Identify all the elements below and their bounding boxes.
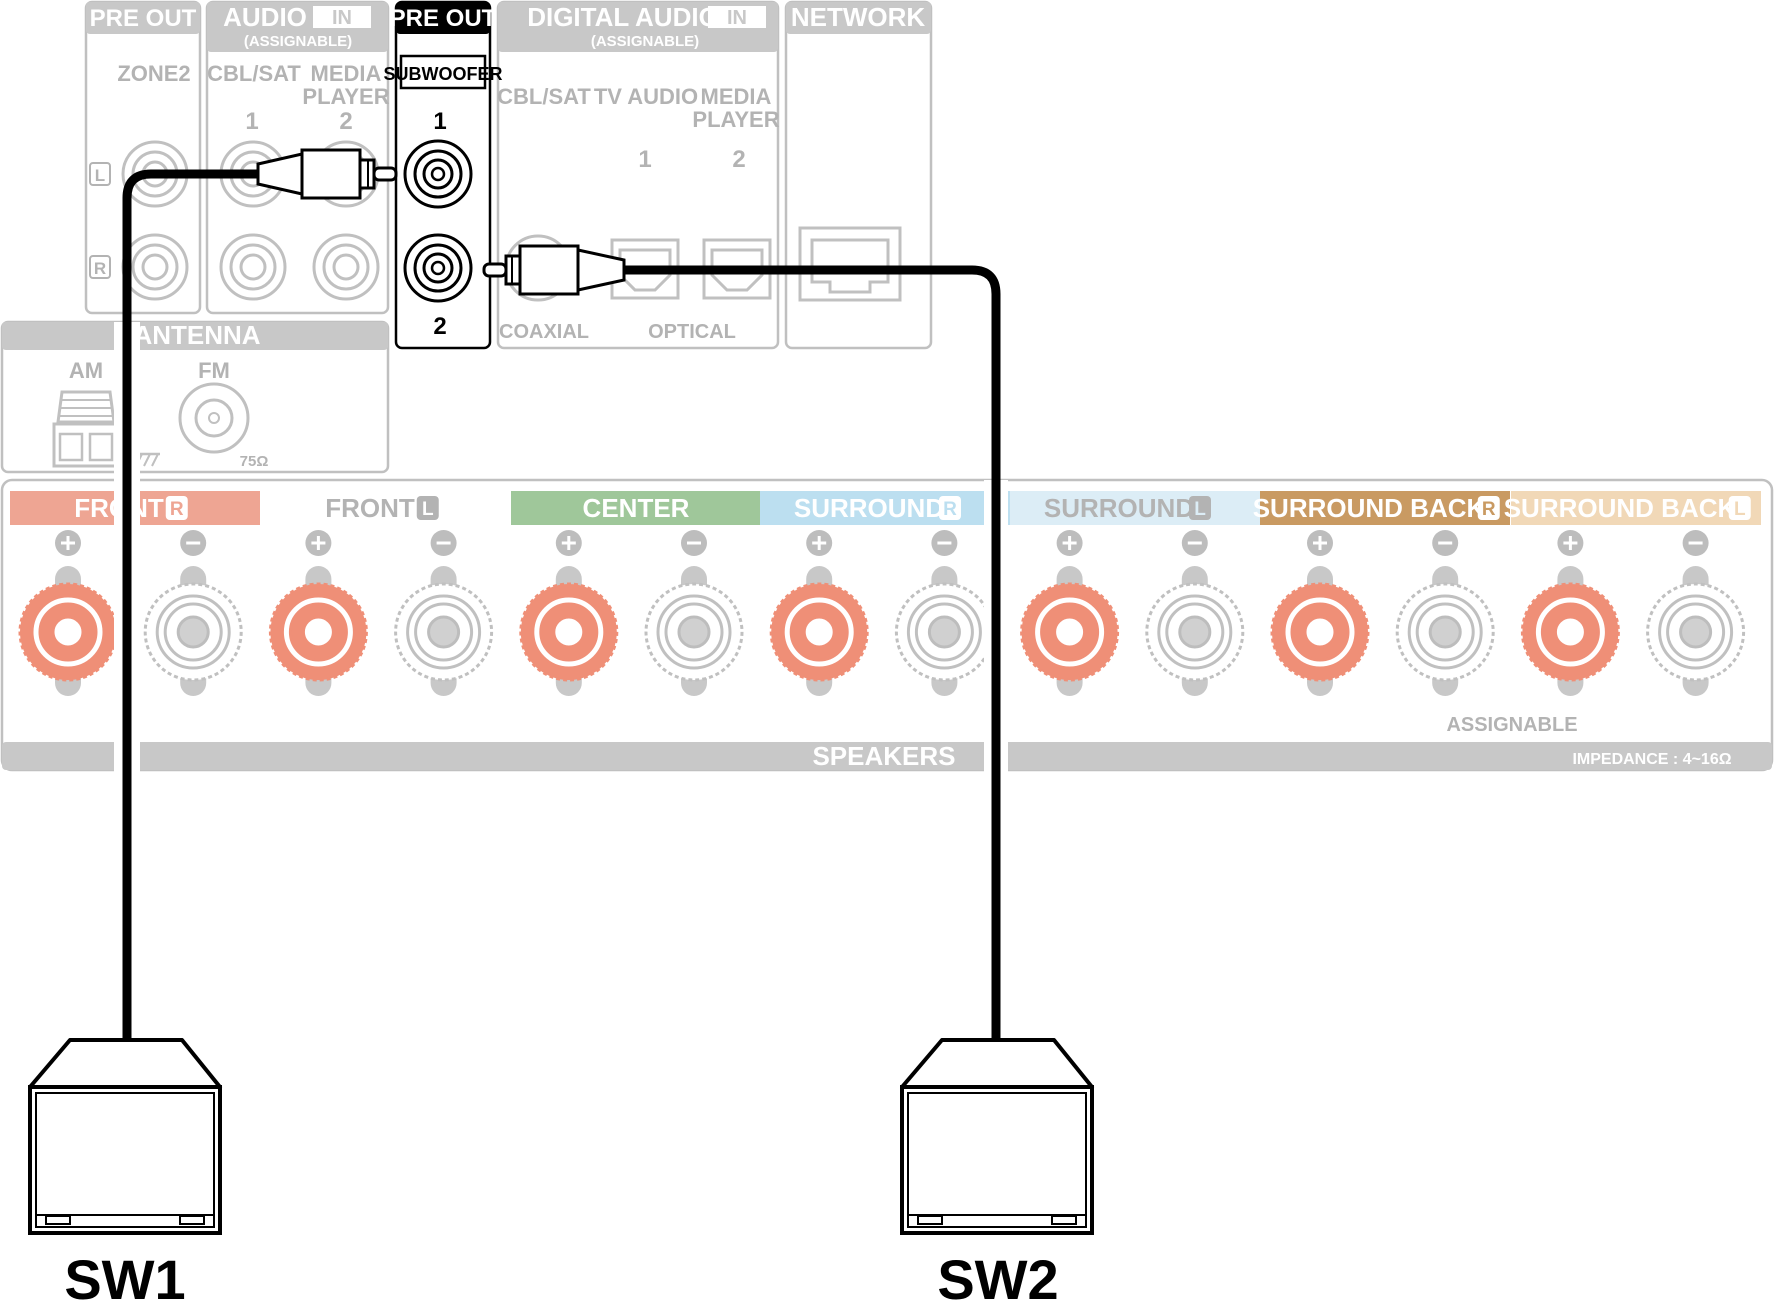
digital-player: PLAYER	[692, 107, 779, 132]
digital-media: MEDIA	[701, 84, 772, 109]
audio-in-num1: 1	[245, 108, 258, 135]
speaker-terminal-positive	[519, 530, 619, 696]
digital-audio-subtitle: (ASSIGNABLE)	[591, 33, 699, 50]
speaker-group-label: CENTER	[583, 493, 690, 523]
audio-in-cblsat: CBL/SAT	[207, 61, 301, 86]
subwoofer-out-jack-2	[403, 233, 473, 303]
audio-in-title: AUDIO	[223, 2, 307, 32]
speaker-side-marker: R	[943, 499, 957, 520]
pre-out-sub-title: PRE OUT	[390, 5, 497, 32]
digital-num2: 2	[732, 146, 745, 173]
network-panel: NETWORK	[784, 0, 933, 350]
zone2-r-marker: R	[94, 259, 106, 278]
antenna-panel: ANTENNA AM FM 75Ω	[0, 320, 390, 474]
audio-in-num2: 2	[339, 108, 352, 135]
digital-num1: 1	[638, 146, 651, 173]
speaker-terminal-positive	[268, 530, 368, 696]
rca-plug-sw2	[482, 244, 626, 296]
sub-out-num2: 2	[433, 313, 446, 340]
fm-impedance: 75Ω	[240, 453, 269, 470]
pre-out-zone2-panel: PRE OUT ZONE2 L R	[84, 0, 202, 315]
speaker-side-marker: R	[1482, 499, 1496, 520]
sw1-label: SW1	[64, 1248, 185, 1311]
speaker-terminal-negative	[894, 530, 994, 696]
impedance-label: IMPEDANCE : 4~16Ω	[1572, 751, 1731, 768]
am-label: AM	[69, 358, 103, 383]
fm-jack	[178, 382, 250, 454]
audio-in-jack-1r	[219, 233, 287, 301]
sub-out-num1: 1	[433, 108, 446, 135]
speaker-group-headers: FRONTRFRONTLCENTERSURROUNDRSURROUNDLSURR…	[10, 491, 1761, 525]
speaker-group-label: FRONT	[325, 493, 415, 523]
speaker-side-marker: L	[1734, 499, 1746, 520]
speaker-terminal-negative	[394, 530, 494, 696]
speaker-terminal-negative	[143, 530, 243, 696]
assignable-label: ASSIGNABLE	[1446, 714, 1577, 736]
pre-out-subwoofer-panel: PRE OUT SUBWOOFER 1 2	[384, 0, 503, 350]
digital-cblsat: CBL/SAT	[497, 84, 591, 109]
speaker-group-label: SURROUND BACK	[1504, 493, 1737, 523]
subwoofer-sw1: SW1	[28, 1038, 222, 1311]
digital-audio-in-panel: DIGITAL AUDIO IN (ASSIGNABLE) CBL/SAT TV…	[496, 0, 780, 350]
coaxial-label: COAXIAL	[499, 321, 589, 343]
network-title: NETWORK	[791, 2, 926, 32]
pre-out-zone2-title: PRE OUT	[90, 5, 197, 32]
rca-plug-sw1	[256, 148, 398, 200]
speaker-group-header-2: FRONT L	[325, 493, 439, 523]
cable-sw2	[620, 265, 1001, 1040]
speaker-side-marker: R	[170, 499, 184, 520]
speaker-terminal-negative	[644, 530, 744, 696]
audio-in-player: PLAYER	[302, 84, 389, 109]
fm-label: FM	[198, 358, 230, 383]
network-port	[798, 226, 902, 302]
cable-sw1	[122, 169, 262, 1040]
speaker-side-marker: L	[422, 499, 434, 520]
speaker-terminal-negative	[1395, 530, 1495, 696]
speaker-terminal-positive	[18, 530, 118, 696]
zone2-label: ZONE2	[117, 61, 190, 86]
speaker-terminal-positive	[769, 530, 869, 696]
speaker-group-label: SURROUND	[1044, 493, 1194, 523]
audio-in-badge: IN	[332, 7, 352, 29]
digital-audio-badge: IN	[727, 7, 747, 29]
speakers-panel: FRONTRFRONTLCENTERSURROUNDRSURROUNDLSURR…	[0, 478, 1774, 772]
optical-label: OPTICAL	[648, 321, 736, 343]
zone2-jack-r	[121, 233, 189, 301]
digital-audio-title: DIGITAL AUDIO	[527, 2, 719, 32]
antenna-title: ANTENNA	[133, 320, 260, 350]
am-terminal	[52, 390, 120, 468]
audio-in-subtitle: (ASSIGNABLE)	[244, 33, 352, 50]
speaker-terminal-positive	[1020, 530, 1120, 696]
subwoofer-sw2: SW2	[900, 1038, 1094, 1311]
subwoofer-label: SUBWOOFER	[384, 64, 503, 84]
speakers-label: SPEAKERS	[812, 741, 955, 771]
speaker-side-marker: L	[1194, 499, 1206, 520]
speaker-terminals	[18, 530, 1746, 696]
sw2-label: SW2	[937, 1248, 1058, 1311]
speaker-terminal-negative	[1646, 530, 1746, 696]
speaker-terminal-positive	[1270, 530, 1370, 696]
digital-tvaudio: TV AUDIO	[594, 84, 698, 109]
speaker-terminal-positive	[1520, 530, 1620, 696]
subwoofer-out-jack-1	[403, 139, 473, 209]
speaker-group-header-3: CENTER	[511, 491, 761, 525]
speaker-group-label: SURROUND	[794, 493, 944, 523]
speaker-group-label: SURROUND BACK	[1253, 493, 1486, 523]
zone2-l-marker: L	[95, 166, 105, 185]
audio-in-media: MEDIA	[311, 61, 382, 86]
speaker-terminal-negative	[1145, 530, 1245, 696]
audio-in-jack-2r	[312, 233, 380, 301]
